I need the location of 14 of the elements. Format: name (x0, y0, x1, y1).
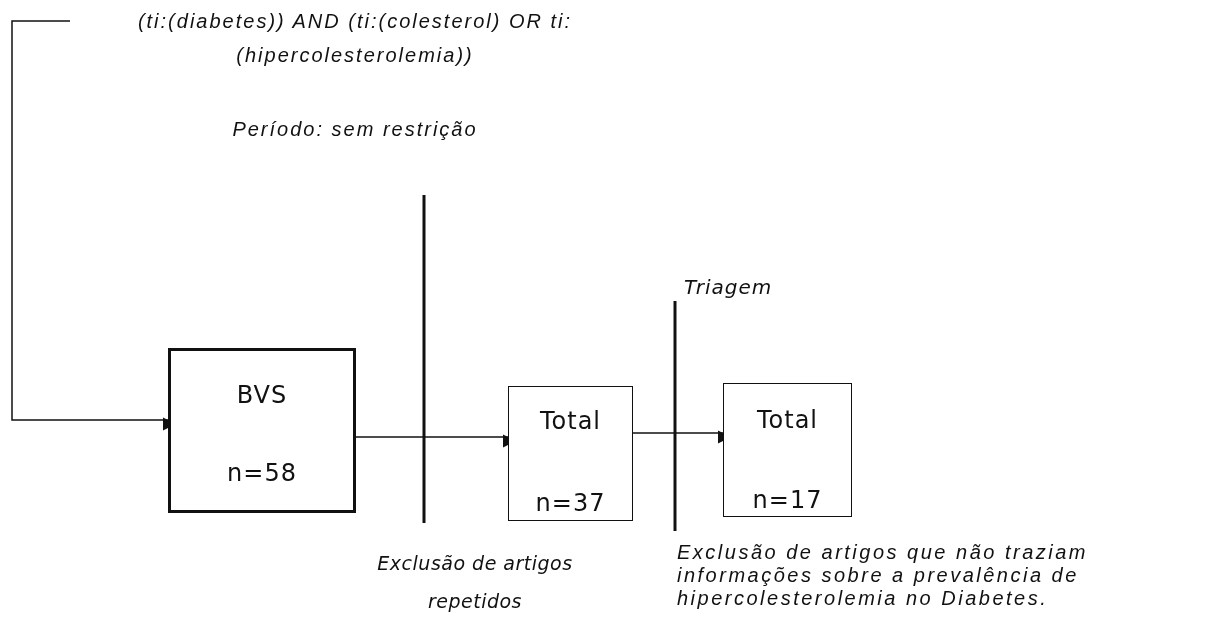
box-text: Total (538, 407, 603, 435)
box-text: n=37 (534, 489, 607, 517)
box-text: BVS (235, 381, 289, 409)
box-text: n=58 (226, 459, 298, 487)
exclusion-note: Exclusão de artigos que não traziam informações sobre a prevalência de hipercolesterolemia no Diabetes. (677, 541, 1089, 610)
box-text: n=17 (751, 486, 824, 514)
box-text: Total (755, 406, 820, 434)
search-query: (ti:(diabetes)) AND (ti:(colesterol) OR ti:(hipercolesterolemia)) (70, 4, 640, 74)
process-box (723, 383, 852, 517)
period-note: Período: sem restrição (231, 118, 479, 141)
exclusion-note: Exclusão de artigos repetidos (376, 551, 574, 614)
process-box (508, 386, 633, 521)
stage-label: Triagem (684, 275, 774, 299)
process-box (168, 348, 356, 513)
